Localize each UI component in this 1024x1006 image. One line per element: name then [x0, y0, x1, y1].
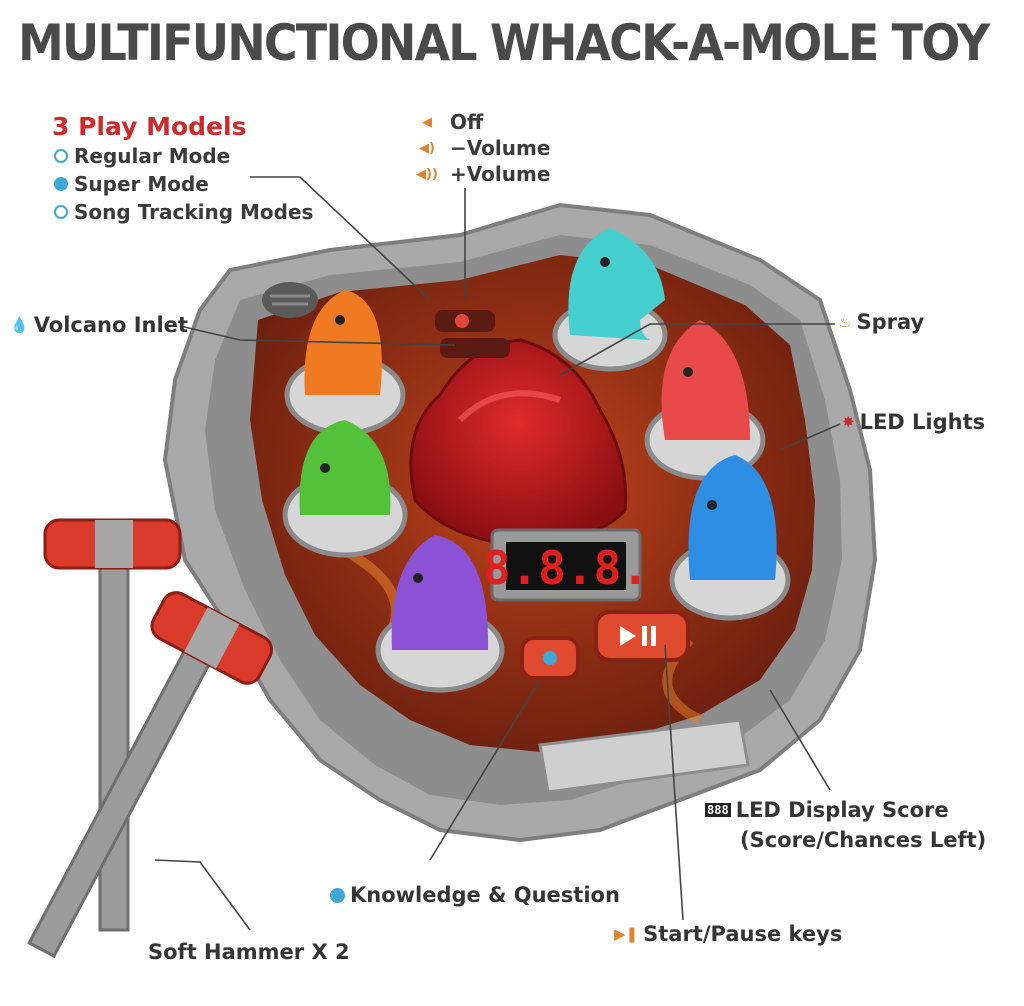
callout-label: LED Display Score: [735, 798, 949, 822]
volume-label: +Volume: [450, 162, 551, 186]
led-display: 8.8.8.: [483, 528, 649, 602]
mode-label: Regular Mode: [74, 144, 231, 168]
page-title: MULTIFUNCTIONAL WHACK-A-MOLE TOY: [18, 14, 990, 72]
callout-label: Soft Hammer X 2: [148, 940, 350, 964]
hammer-back: [43, 518, 182, 932]
led-digits: 8.8.8.: [483, 541, 649, 595]
green-dinosaur: [299, 420, 391, 515]
callout-soft-hammer: Soft Hammer X 2: [148, 940, 350, 964]
mode-label: Super Mode: [74, 172, 209, 196]
play-models-heading: 3 Play Models: [52, 112, 247, 141]
mode-label: Song Tracking Modes: [74, 200, 314, 224]
volume-off: ◀ Off: [414, 110, 483, 134]
callout-label: Knowledge & Question: [350, 883, 620, 907]
callout-label: Volcano Inlet: [33, 313, 188, 337]
callout-led-display-sub: (Score/Chances Left): [740, 828, 986, 852]
top-control-buttons: [435, 310, 510, 358]
led-digits-icon: 888: [705, 803, 731, 817]
purple-dinosaur: [391, 535, 489, 650]
spray-icon: ♨: [838, 312, 852, 331]
light-icon: ✸: [842, 412, 855, 431]
volume-up: ◀)) +Volume: [414, 162, 550, 186]
callout-label: (Score/Chances Left): [740, 828, 987, 852]
hammer-front: [27, 591, 274, 959]
question-icon: [330, 887, 345, 903]
callout-spray: ♨ Spray: [838, 310, 924, 334]
volume-label: Off: [450, 110, 484, 134]
callout-label: Start/Pause keys: [643, 922, 843, 946]
callout-start-pause: ▶❚ Start/Pause keys: [614, 922, 842, 946]
speaker-low-icon: ◀): [419, 140, 435, 156]
play-pause-icon: ▶❚: [614, 924, 639, 943]
mode-song-tracking: Song Tracking Modes: [54, 200, 313, 224]
callout-knowledge: Knowledge & Question: [330, 883, 620, 907]
brand-plaque: [538, 718, 750, 794]
volume-label: −Volume: [450, 136, 551, 160]
water-drop-icon: 💧: [10, 315, 29, 334]
red-dinosaur: [661, 320, 750, 440]
blue-dinosaur: [688, 455, 777, 580]
volume-down: ◀) −Volume: [414, 136, 550, 160]
callout-led-lights: ✸ LED Lights: [842, 410, 985, 434]
callout-led-display: 888 LED Display Score: [705, 798, 949, 822]
speaker-high-icon: ◀)): [416, 166, 438, 182]
mode-regular: Regular Mode: [54, 144, 230, 168]
cyan-dinosaur: [568, 228, 665, 340]
speaker-off-icon: ◀: [422, 114, 432, 130]
question-icon: [54, 177, 68, 191]
music-icon: [54, 205, 68, 219]
magnifier-icon: [54, 149, 68, 163]
callout-volcano-inlet: 💧 Volcano Inlet: [10, 313, 188, 337]
callout-label: Spray: [856, 310, 925, 334]
mode-super: Super Mode: [54, 172, 209, 196]
knowledge-button: [520, 636, 580, 680]
callout-lines: [154, 176, 841, 931]
callout-label: LED Lights: [859, 410, 986, 434]
start-pause-button: [594, 610, 690, 662]
